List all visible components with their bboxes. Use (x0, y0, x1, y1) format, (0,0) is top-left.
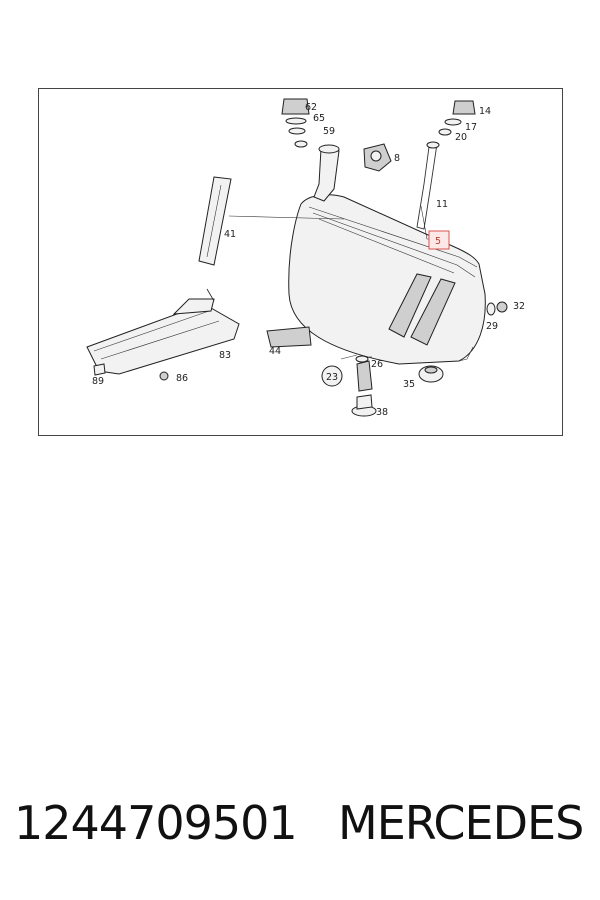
callout-14: 14 (479, 106, 491, 117)
callout-26: 26 (371, 359, 383, 370)
footer: 1244709501 MERCEDES (0, 796, 600, 866)
callout-20: 20 (455, 132, 467, 143)
callout-32: 32 (513, 301, 525, 312)
filter-housing (418, 365, 444, 383)
callout-89: 89 (92, 376, 104, 387)
vent-pipe (416, 141, 440, 230)
callout-35: 35 (403, 379, 415, 390)
part-number: 1244709501 (14, 796, 298, 850)
filler-cap-stack (281, 98, 310, 148)
pump-assembly (321, 355, 377, 417)
mounting-bracket (86, 288, 240, 375)
callout-11: 11 (436, 199, 448, 210)
fuel-tank (288, 194, 486, 365)
callout-86: 86 (176, 373, 188, 384)
pad (266, 326, 312, 348)
callout-62: 62 (305, 102, 317, 113)
parts-diagram-frame: 62 65 59 14 17 20 8 11 5 41 32 29 83 44 … (38, 88, 563, 436)
callout-41: 41 (224, 229, 236, 240)
callout-23: 23 (326, 372, 338, 383)
callout-29: 29 (486, 321, 498, 332)
callout-83: 83 (219, 350, 231, 361)
right-cap-stack (438, 100, 476, 136)
callout-44: 44 (269, 346, 281, 357)
callout-65: 65 (313, 113, 325, 124)
fuel-tank-exploded-diagram: 62 65 59 14 17 20 8 11 5 41 32 29 83 44 … (86, 98, 525, 418)
callout-8: 8 (394, 153, 400, 164)
small-fasteners (93, 363, 169, 381)
brand-name: MERCEDES (338, 796, 584, 850)
sender-unit (363, 143, 392, 172)
leader-lines (228, 205, 429, 360)
callout-59: 59 (323, 126, 335, 137)
callout-5-highlight-box (428, 230, 450, 250)
callout-5: 5 (435, 236, 441, 247)
strap (198, 176, 232, 266)
filler-neck (313, 144, 340, 202)
callout-38: 38 (376, 407, 388, 418)
callout-17: 17 (465, 122, 477, 133)
nut-washer (486, 301, 508, 316)
